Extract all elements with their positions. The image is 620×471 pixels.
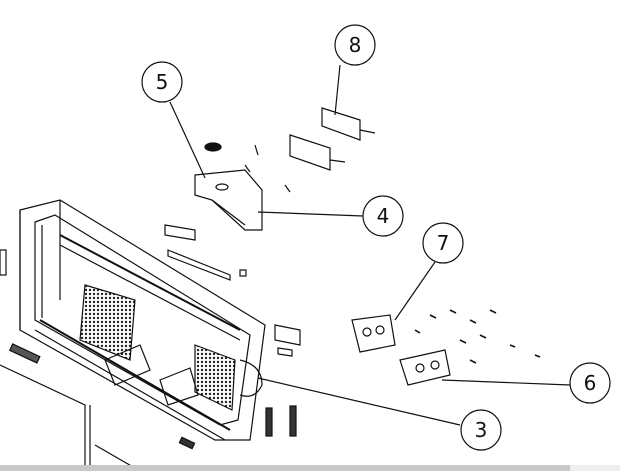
horizontal-scrollbar[interactable] xyxy=(0,465,570,471)
callout-6: 6 xyxy=(569,362,611,404)
callout-4: 4 xyxy=(362,195,404,237)
leader-lines xyxy=(169,64,571,426)
label-plates xyxy=(164,224,301,450)
callout-5: 5 xyxy=(141,61,183,103)
svg-text:5: 5 xyxy=(156,70,169,94)
back-panel xyxy=(0,249,141,471)
scrollbar-track[interactable] xyxy=(570,465,620,471)
module-8-parts xyxy=(289,107,376,171)
svg-text:6: 6 xyxy=(584,371,597,395)
svg-text:7: 7 xyxy=(437,231,450,255)
callout-7: 7 xyxy=(422,222,464,264)
side-brackets xyxy=(351,309,541,386)
svg-text:8: 8 xyxy=(349,33,362,57)
callout-3: 3 xyxy=(460,409,502,451)
callout-8: 8 xyxy=(334,24,376,66)
svg-text:3: 3 xyxy=(475,418,488,442)
svg-text:4: 4 xyxy=(377,204,390,228)
handle-bracket xyxy=(194,142,291,277)
frame-assembly xyxy=(19,199,266,441)
